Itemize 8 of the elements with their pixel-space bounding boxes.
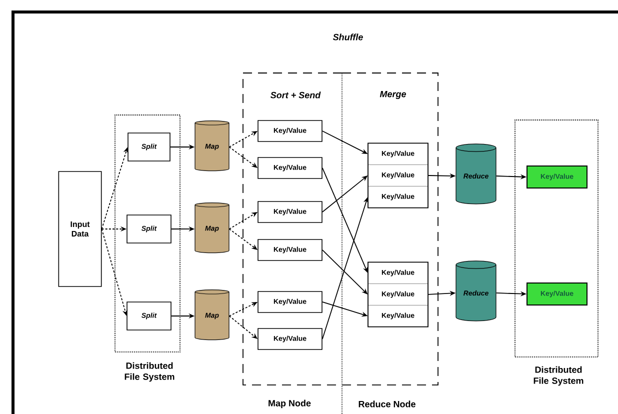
region-label: Distributed File System [124, 362, 174, 382]
title: Shuffle [332, 34, 363, 40]
region-label: Reduce Node [358, 400, 416, 408]
region-label: Distributed File System [534, 366, 584, 386]
input-box: Input Data [58, 171, 102, 287]
step-heading: Sort + Send [270, 92, 321, 98]
step-heading: Merge [380, 90, 406, 100]
region-label: Map Node [268, 400, 311, 408]
